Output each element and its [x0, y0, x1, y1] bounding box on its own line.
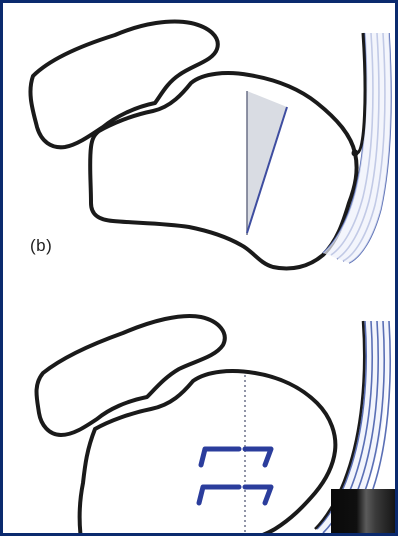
diagram-canvas: [3, 3, 398, 536]
corner-thumbnail: [331, 489, 395, 533]
upper-tendon-outline: [357, 33, 365, 153]
tendon-insertion-point: [352, 150, 359, 157]
panel-label-b: (b): [30, 236, 52, 256]
upper-panel: [30, 22, 390, 269]
